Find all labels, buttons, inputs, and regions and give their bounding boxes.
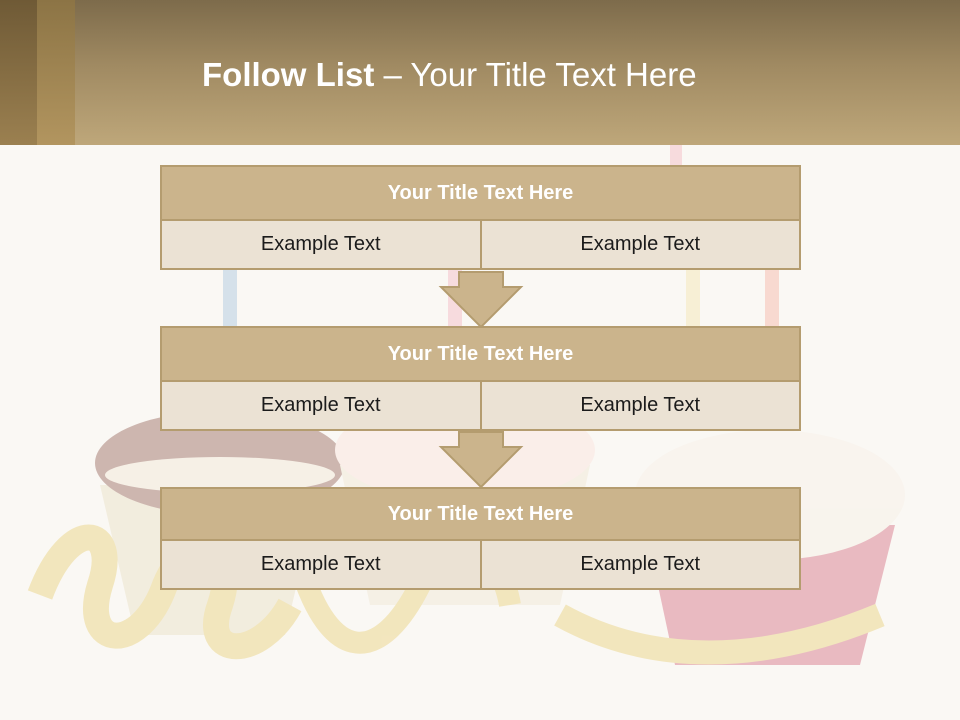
flow-block-2: Your Title Text Here Example Text Exampl… [160,326,801,431]
gold-ribbon [554,603,885,665]
slide-title: Follow List – Your Title Text Here [202,56,697,94]
cupcake-frosting-swirl [105,457,335,493]
down-arrow-icon [438,271,524,329]
candle-red [765,260,779,330]
candle-blue [223,265,237,330]
title-bold: Follow List [202,56,375,93]
flow-block-title: Your Title Text Here [160,487,801,541]
candle-top [670,145,682,165]
flow-cell-right: Example Text [481,221,801,270]
flow-block-title: Your Title Text Here [160,326,801,382]
accent-stripe [0,0,37,145]
flow-cell-right: Example Text [481,541,801,590]
flow-block-3: Your Title Text Here Example Text Exampl… [160,487,801,590]
flow-cell-right: Example Text [481,382,801,431]
accent-stripe [37,0,75,145]
candle-yellow [686,255,700,330]
flow-cell-left: Example Text [160,541,482,590]
flow-block-title: Your Title Text Here [160,165,801,221]
flow-cell-left: Example Text [160,382,482,431]
down-arrow-icon [438,431,524,489]
flow-block-1: Your Title Text Here Example Text Exampl… [160,165,801,270]
flow-cell-left: Example Text [160,221,482,270]
title-bar [0,0,960,145]
title-rest: – Your Title Text Here [374,56,697,93]
